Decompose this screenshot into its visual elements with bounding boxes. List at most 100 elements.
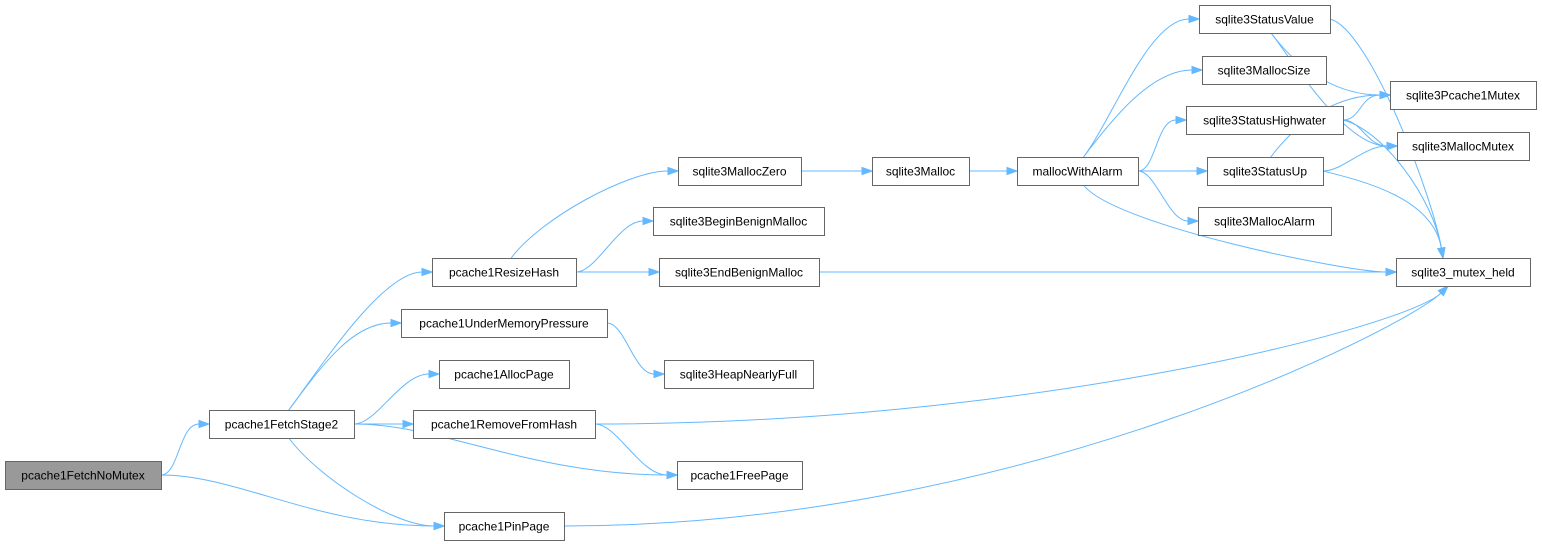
node-status-highwater[interactable]: sqlite3StatusHighwater [1186, 106, 1344, 135]
arrowhead [861, 166, 874, 176]
node-begin-benign[interactable]: sqlite3BeginBenignMalloc [653, 207, 825, 236]
node-box [401, 309, 608, 338]
node-box [444, 512, 565, 541]
arrowhead [667, 166, 680, 176]
node-malloc-mutex[interactable]: sqlite3MallocMutex [1397, 132, 1530, 161]
edge-line [1137, 119, 1177, 172]
node-label: pcache1ResizeHash [449, 266, 559, 280]
node-label: sqlite3MallocSize [1218, 64, 1311, 78]
node-box [1199, 5, 1331, 34]
node-label: pcache1FetchStage2 [225, 418, 339, 432]
arrowhead [1175, 115, 1188, 125]
node-label: sqlite3BeginBenignMalloc [670, 215, 807, 229]
node-label: sqlite3Malloc [886, 165, 955, 179]
node-malloc-size[interactable]: sqlite3MallocSize [1202, 56, 1327, 85]
edge-malloc-zero-to-malloc [800, 166, 874, 176]
arrowhead [1196, 166, 1209, 176]
edge-line [1342, 119, 1442, 249]
node-box [5, 461, 162, 490]
edge-remove-from-hash-to-free-page [594, 423, 679, 480]
node-label: pcache1PinPage [459, 520, 550, 534]
node-label: sqlite3HeapNearlyFull [680, 368, 797, 382]
edge-status-up-to-mutex-held [1322, 170, 1446, 260]
node-box [209, 410, 355, 439]
edge-line [288, 437, 435, 527]
node-pcache1-mutex[interactable]: sqlite3Pcache1Mutex [1390, 81, 1537, 110]
node-label: pcache1UnderMemoryPressure [419, 317, 589, 331]
node-label: sqlite3MallocZero [692, 165, 786, 179]
node-box [1396, 258, 1531, 287]
edge-line [1322, 170, 1442, 249]
node-end-benign[interactable]: sqlite3EndBenignMalloc [659, 258, 820, 287]
node-alloc-page[interactable]: pcache1AllocPage [439, 360, 570, 389]
node-label: sqlite3StatusHighwater [1203, 114, 1326, 128]
node-label: sqlite3_mutex_held [1411, 266, 1514, 280]
edge-line [1083, 18, 1190, 158]
node-status-value[interactable]: sqlite3StatusValue [1199, 5, 1331, 34]
node-box [872, 157, 970, 186]
arrowhead [1386, 141, 1399, 151]
node-resize-hash[interactable]: pcache1ResizeHash [432, 258, 577, 287]
edge-resize-hash-to-begin-benign [575, 216, 655, 273]
call-graph-nodes: pcache1FetchNoMutex pcache1FetchStage2 pca… [5, 5, 1537, 541]
arrowhead [1187, 216, 1200, 226]
edge-fetch-stage2-to-pin-page [288, 437, 446, 531]
edge-line [594, 423, 668, 476]
arrowhead [1385, 267, 1398, 277]
node-remove-from-hash[interactable]: pcache1RemoveFromHash [413, 410, 596, 439]
node-mutex-held[interactable]: sqlite3_mutex_held [1396, 258, 1531, 287]
arrowhead [428, 369, 441, 379]
edge-status-up-to-malloc-mutex [1322, 141, 1399, 172]
edge-pin-page-to-mutex-held [563, 284, 1450, 527]
edge-line [160, 423, 200, 476]
edge-line [510, 170, 669, 259]
node-box [1017, 157, 1139, 186]
edge-line [353, 423, 668, 476]
node-label: pcache1FetchNoMutex [21, 469, 144, 483]
node-fetch-no-mutex[interactable]: pcache1FetchNoMutex [5, 461, 162, 490]
node-label: pcache1AllocPage [454, 368, 554, 382]
arrowhead [1379, 90, 1392, 100]
arrowhead [1191, 65, 1204, 75]
node-fetch-stage2[interactable]: pcache1FetchStage2 [209, 410, 355, 439]
edge-line [1083, 184, 1387, 273]
edge-line [606, 322, 655, 375]
edge-remove-from-hash-to-mutex-held [594, 284, 1450, 425]
node-box [432, 258, 577, 287]
node-under-mem[interactable]: pcache1UnderMemoryPressure [401, 309, 608, 338]
node-label: mallocWithAlarm [1032, 165, 1122, 179]
node-label: sqlite3Pcache1Mutex [1406, 89, 1520, 103]
node-box [413, 410, 596, 439]
node-free-page[interactable]: pcache1FreePage [677, 461, 803, 490]
node-label: sqlite3EndBenignMalloc [675, 266, 803, 280]
edge-fetch-stage2-to-under-mem [288, 318, 403, 411]
edge-malloc-with-alarm-to-status-highwater [1137, 115, 1188, 172]
arrowhead [390, 318, 403, 328]
edge-line [1342, 94, 1381, 121]
node-malloc-zero[interactable]: sqlite3MallocZero [678, 157, 802, 186]
node-malloc[interactable]: sqlite3Malloc [872, 157, 970, 186]
edge-fetch-stage2-to-alloc-page [353, 369, 441, 425]
arrowhead [402, 419, 415, 429]
edge-line [1322, 145, 1388, 172]
edge-line [1329, 18, 1442, 249]
node-status-up[interactable]: sqlite3StatusUp [1207, 157, 1324, 186]
arrowhead [421, 267, 434, 277]
node-box [439, 360, 570, 389]
edge-line [160, 474, 435, 527]
node-box [677, 461, 803, 490]
arrowhead [1437, 284, 1450, 297]
node-malloc-with-alarm[interactable]: mallocWithAlarm [1017, 157, 1139, 186]
node-label: sqlite3MallocAlarm [1214, 215, 1315, 229]
node-heap-nearly-full[interactable]: sqlite3HeapNearlyFull [664, 360, 814, 389]
node-box [678, 157, 802, 186]
edge-line [1342, 119, 1388, 147]
edge-resize-hash-to-malloc-zero [510, 166, 680, 259]
node-malloc-alarm[interactable]: sqlite3MallocAlarm [1198, 207, 1332, 236]
arrowhead [1437, 246, 1446, 260]
node-label: pcache1RemoveFromHash [431, 418, 577, 432]
node-pin-page[interactable]: pcache1PinPage [444, 512, 565, 541]
edge-line [563, 292, 1442, 527]
arrowhead [433, 521, 446, 531]
call-graph-edges [160, 14, 1450, 531]
